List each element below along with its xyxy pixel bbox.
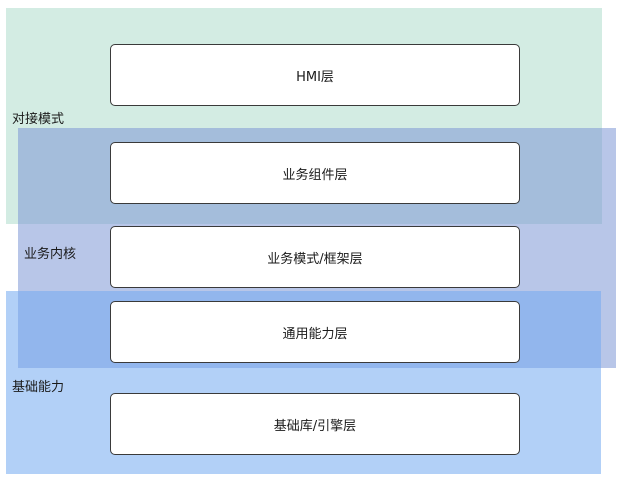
base-library-engine-layer-box: 基础库/引擎层 <box>110 393 520 455</box>
business-framework-layer-label: 业务模式/框架层 <box>267 251 363 267</box>
business-component-layer-label: 业务组件层 <box>282 167 348 183</box>
common-capability-layer-box: 通用能力层 <box>110 301 520 363</box>
base-library-engine-layer-label: 基础库/引擎层 <box>273 418 357 434</box>
base-capability-label: 基础能力 <box>12 380 65 395</box>
docking-mode-label: 对接模式 <box>12 112 65 127</box>
business-framework-layer-box: 业务模式/框架层 <box>110 226 520 288</box>
business-core-label: 业务内核 <box>24 247 77 262</box>
common-capability-layer-label: 通用能力层 <box>282 326 348 342</box>
business-component-layer-box: 业务组件层 <box>110 142 520 204</box>
hmi-layer-box: HMI层 <box>110 44 520 106</box>
hmi-layer-label: HMI层 <box>296 69 334 85</box>
